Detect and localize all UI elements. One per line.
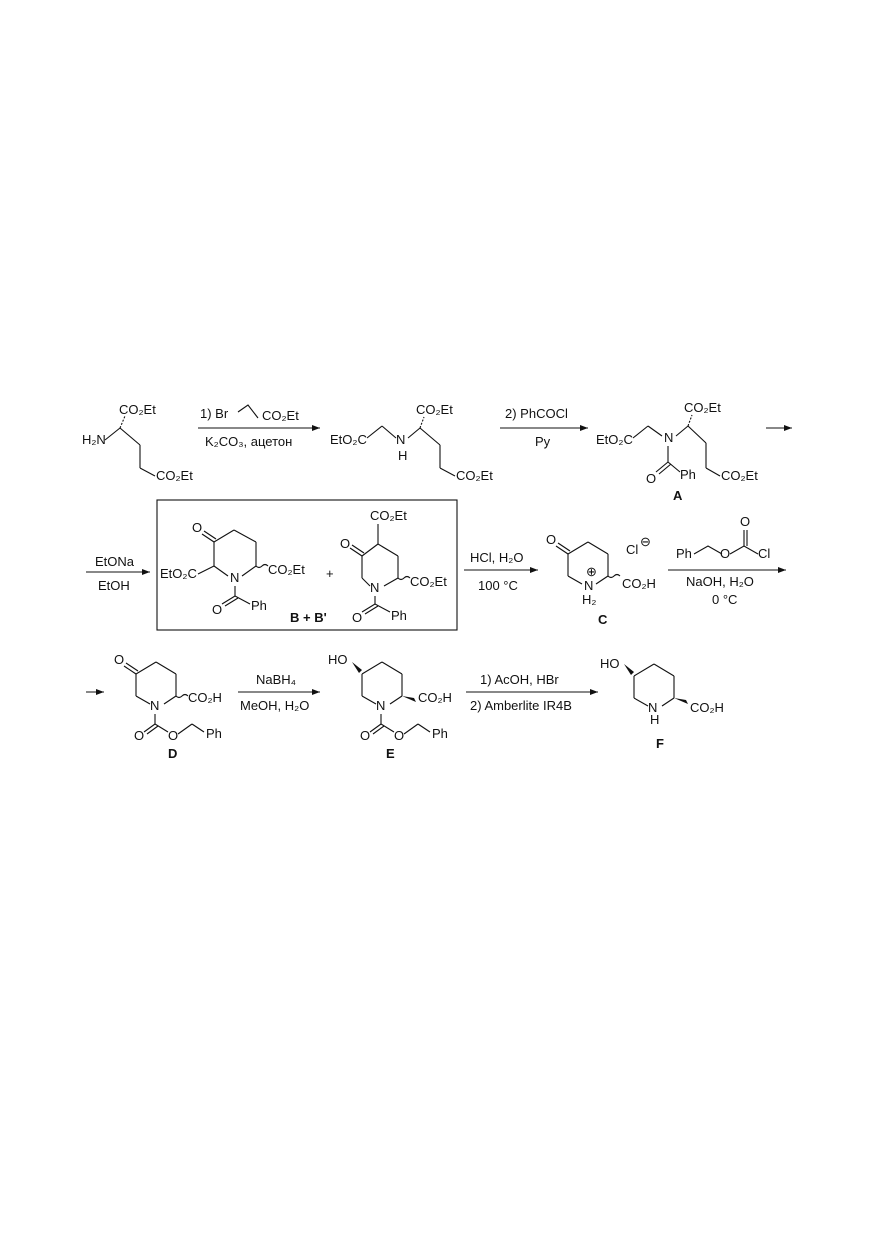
atom-label: N [376,698,385,713]
atom-label: O [168,728,178,743]
atom-label: CO₂Et [410,574,447,589]
reagent-label: EtONa [95,554,135,569]
atom-label: CO₂H [622,576,656,591]
charge-label: ⊖ [640,534,651,549]
reagent-label: EtOH [98,578,130,593]
compound-c: O N H₂ ⊕ CO₂H Cl ⊖ C [546,532,656,627]
intermediate-alkylated: CO₂Et EtO₂C N H CO₂Et [330,402,493,483]
reagent-label: 2) Amberlite IR4B [470,698,572,713]
compound-label-d: D [168,746,177,761]
reagent-label: Py [535,434,551,449]
atom-label: N [370,580,379,595]
reagent-label: HCl, H₂O [470,550,523,565]
compound-label-a: A [673,488,683,503]
reagent-label: MeOH, H₂O [240,698,309,713]
reaction-arrow-4: HCl, H₂O 100 °C [464,550,538,593]
reagent-label: Ph [676,546,692,561]
atom-label: H [650,712,659,727]
atom-label: O [134,728,144,743]
compound-label-bb: B + B' [290,610,327,625]
atom-label: CO₂Et [268,562,305,577]
reaction-arrow-5: Ph O O Cl NaOH, H₂O 0 °C [668,514,786,607]
atom-label: EtO₂C [330,432,367,447]
atom-label: EtO₂C [596,432,633,447]
reagent-label: 1) AcOH, HBr [480,672,559,687]
charge-label: ⊕ [586,564,597,579]
atom-label: N [584,578,593,593]
reagent-label: 2) PhCOCl [505,406,568,421]
atom-label: CO₂H [690,700,724,715]
reagent-label: K₂CO₃, ацетон [205,434,292,449]
atom-label: N [396,432,405,447]
atom-label: O [212,602,222,617]
atom-label: CO₂H [188,690,222,705]
atom-label: N [664,430,673,445]
atom-label: O [646,471,656,486]
compound-a: CO₂Et EtO₂C N CO₂Et O Ph A [596,400,758,503]
atom-label: O [394,728,404,743]
atom-label: CO₂Et [119,402,156,417]
atom-label: CO₂Et [416,402,453,417]
reaction-arrow-3: EtONa EtOH [86,554,150,593]
atom-label: N [230,570,239,585]
reagent-label: NaBH₄ [256,672,296,687]
reaction-arrow-continue-2 [86,689,104,695]
atom-label: O [114,652,124,667]
atom-label: H₂ [582,592,596,607]
compounds-b-box: O N EtO₂C CO₂Et O Ph + CO₂Et O [156,499,458,631]
atom-label: Ph [680,467,696,482]
atom-label: Ph [206,726,222,741]
reaction-arrow-1: 1) Br CO₂Et K₂CO₃, ацетон [198,404,320,449]
reagent-label: 0 °C [712,592,737,607]
atom-label: N [648,700,657,715]
diethyl-glutamate: CO₂Et H₂N CO₂Et [82,402,193,483]
atom-label: O [720,546,730,561]
reagent-label: 1) Br [200,406,229,421]
atom-label: O [360,728,370,743]
reaction-arrow-6: NaBH₄ MeOH, H₂O [238,672,320,713]
reagent-label: O [740,514,750,529]
compound-d: O N CO₂H O O Ph D [114,652,222,761]
atom-label: Ph [391,608,407,623]
atom-label: O [352,610,362,625]
atom-label: CO₂Et [721,468,758,483]
atom-label: HO [328,652,348,667]
atom-label: N [150,698,159,713]
compound-label-f: F [656,736,664,751]
compound-e: HO N CO₂H O O Ph E [328,652,452,761]
atom-label: Ph [251,598,267,613]
compound-label-c: C [598,612,608,627]
compound-f: HO N H CO₂H F [600,656,724,751]
atom-label: Ph [432,726,448,741]
compound-b: O N EtO₂C CO₂Et O Ph [160,520,305,617]
compound-b-prime: CO₂Et O N CO₂Et O Ph [340,508,447,625]
atom-label: O [546,532,556,547]
atom-label: H [398,448,407,463]
atom-label: CO₂Et [370,508,407,523]
atom-label: HO [600,656,620,671]
reaction-arrow-continue-1 [766,425,792,431]
reagent-label: Cl [758,546,770,561]
reaction-arrow-7: 1) AcOH, HBr 2) Amberlite IR4B [466,672,598,713]
reaction-arrow-2: 2) PhCOCl Py [500,406,588,449]
atom-label: EtO₂C [160,566,197,581]
atom-label: H₂N [82,432,106,447]
compound-label-e: E [386,746,395,761]
reagent-label: 100 °C [478,578,518,593]
atom-label: CO₂Et [456,468,493,483]
atom-label: CO₂Et [156,468,193,483]
atom-label: O [192,520,202,535]
atom-label: O [340,536,350,551]
atom-label: Cl [626,542,638,557]
plus-sign: + [326,566,334,581]
reagent-label: CO₂Et [262,408,299,423]
atom-label: CO₂Et [684,400,721,415]
reagent-label: NaOH, H₂O [686,574,754,589]
atom-label: CO₂H [418,690,452,705]
